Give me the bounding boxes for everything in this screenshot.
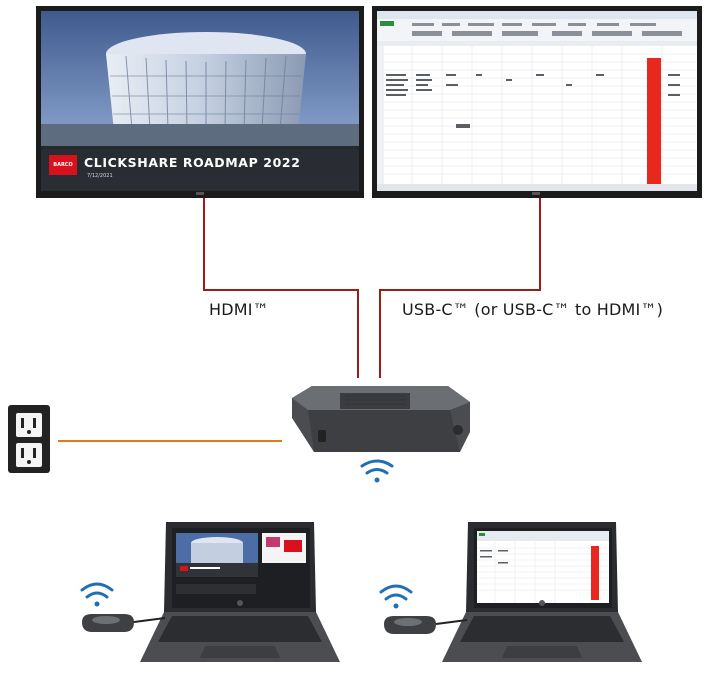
barco-logo: BARCO <box>49 155 77 175</box>
left-display: BARCO CLICKSHARE ROADMAP 2022 7/12/2021 <box>36 6 364 198</box>
spreadsheet-screen <box>372 6 702 198</box>
wifi-icon <box>379 584 413 609</box>
hdmi-cable <box>203 198 359 378</box>
left-display-frame <box>36 6 364 198</box>
usbc-label: USB-C™ (or USB-C™ to HDMI™) <box>402 300 664 319</box>
left-laptop <box>140 522 340 662</box>
highlighted-column <box>647 58 661 186</box>
slide-date: 7/12/2021 <box>87 173 113 179</box>
slide-title: CLICKSHARE ROADMAP 2022 <box>84 155 301 170</box>
wifi-icon <box>80 582 114 607</box>
wifi-icon <box>360 459 394 483</box>
right-laptop <box>442 522 642 662</box>
usbc-cable <box>379 198 541 378</box>
hdmi-label: HDMI™ <box>209 300 269 319</box>
clickshare-base-unit <box>292 386 470 452</box>
right-display <box>372 6 702 198</box>
left-button-dongle <box>82 614 166 632</box>
right-button-dongle <box>384 616 468 634</box>
power-outlet-icon <box>8 405 50 473</box>
